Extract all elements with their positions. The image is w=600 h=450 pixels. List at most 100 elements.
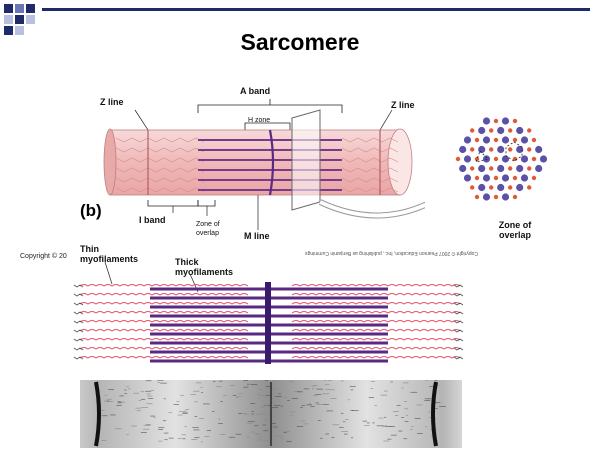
thin-filament-right (291, 338, 461, 341)
z-disc-segment (453, 293, 464, 297)
thick-filament-dot (539, 155, 548, 163)
thin-filament-left (79, 284, 249, 287)
label-z-line-right: Z line (391, 100, 415, 110)
thick-filament-dot (520, 174, 529, 182)
decor-square (26, 4, 35, 13)
thin-filament-dot (489, 147, 494, 152)
thick-filament-dot (501, 174, 510, 182)
label-cross-section: Zone of overlap (498, 220, 532, 240)
thin-filament-dot (531, 175, 537, 181)
thick-filament-dot (459, 145, 467, 154)
decor-square (15, 26, 24, 35)
thick-filament-dot (478, 183, 486, 192)
z-disc-segment (73, 347, 84, 351)
thin-filament-right (291, 329, 461, 332)
decor-square (4, 26, 13, 35)
thick-filament-dot (516, 126, 524, 135)
thick-filament-dot (516, 145, 524, 154)
thin-filament-right (291, 320, 461, 323)
thick-filament-dot (482, 174, 491, 182)
z-disc-segment (453, 329, 464, 333)
thick-filament-dot (482, 117, 491, 125)
z-disc-segment (453, 356, 464, 360)
thick-filament-dot (497, 145, 505, 154)
thin-filament-right (291, 347, 461, 350)
electron-micrograph (80, 380, 462, 448)
thick-filament-dot (520, 155, 529, 163)
decor-square (4, 15, 13, 24)
z-disc-segment (73, 320, 84, 324)
thin-filament-dot (493, 194, 499, 200)
thin-filament-dot (508, 147, 513, 152)
title-rule (42, 8, 590, 11)
thick-filament-dot (478, 126, 486, 135)
thick-filament-dot (497, 183, 505, 192)
thick-filament-dot (463, 174, 472, 182)
thin-filament-left (79, 329, 249, 332)
thick-filament-dot (482, 193, 491, 201)
copyright-rotated: Copyright © 2007 Pearson Education, Inc.… (305, 250, 478, 256)
thin-filament-dot (493, 137, 499, 143)
z-disc-segment (73, 338, 84, 342)
decor-square (26, 15, 35, 24)
thin-filament-dot (527, 185, 532, 190)
thin-filament-dot (489, 128, 494, 133)
thin-filament-right (291, 302, 461, 305)
decor-square (15, 4, 24, 13)
z-disc-segment (453, 311, 464, 315)
thick-filament-dot (535, 145, 543, 154)
thick-filament-dot (501, 155, 510, 163)
thin-filament-dot (474, 137, 480, 143)
thin-filament-left (79, 311, 249, 314)
z-disc-segment (73, 293, 84, 297)
thin-filament-dot (470, 147, 475, 152)
thin-filament-dot (470, 166, 475, 171)
thick-filament-dot (463, 155, 472, 163)
thin-filament-dot (527, 128, 532, 133)
thin-filament-dot (493, 175, 499, 181)
thin-filament-dot (493, 118, 499, 124)
thick-filament-dot (478, 145, 486, 154)
thin-filament-dot (493, 156, 499, 162)
thin-filament-left (79, 293, 249, 296)
thin-filament-left (79, 356, 249, 359)
thick-filament-dot (501, 193, 510, 201)
thin-filament-dot (531, 137, 537, 143)
thin-filament-left (79, 320, 249, 323)
z-disc-segment (73, 284, 84, 288)
z-disc-segment (453, 338, 464, 342)
thin-filament-dot (527, 166, 532, 171)
thin-filament-left (79, 302, 249, 305)
thick-filament-dot (482, 136, 491, 144)
thin-filament-dot (508, 128, 513, 133)
thin-filament-dot (470, 185, 475, 190)
thin-filament-right (291, 284, 461, 287)
lattice-triangle (475, 150, 489, 163)
thin-filament-dot (455, 156, 461, 162)
lattice-hexagon (505, 141, 523, 162)
thick-filament-dot (478, 164, 486, 173)
thin-filament-dot (531, 156, 537, 162)
thick-filament-dot (501, 136, 510, 144)
thin-filament-dot (512, 118, 518, 124)
thick-filament-dot (463, 136, 472, 144)
thick-filament-dot (516, 183, 524, 192)
thin-filament-dot (527, 147, 532, 152)
cross-section-lattice (455, 117, 548, 201)
label-thick-myofilaments: Thick myofilaments (175, 257, 234, 277)
myofibril-illustration (103, 99, 425, 230)
thin-filament-dot (508, 185, 513, 190)
z-disc-segment (73, 356, 84, 360)
copyright-left: Copyright © 20 (20, 253, 67, 260)
thin-filament-dot (512, 194, 518, 200)
panel-label: (b) (80, 201, 102, 220)
z-disc-segment (73, 311, 84, 315)
decor-square (4, 4, 13, 13)
thin-filament-dot (512, 137, 518, 143)
z-disc-segment (453, 302, 464, 306)
label-i-band: I band (139, 215, 166, 225)
z-disc-segment (453, 320, 464, 324)
thin-filament-left (79, 347, 249, 350)
label-a-band: A band (240, 86, 271, 96)
label-m-line: M line (244, 231, 270, 241)
